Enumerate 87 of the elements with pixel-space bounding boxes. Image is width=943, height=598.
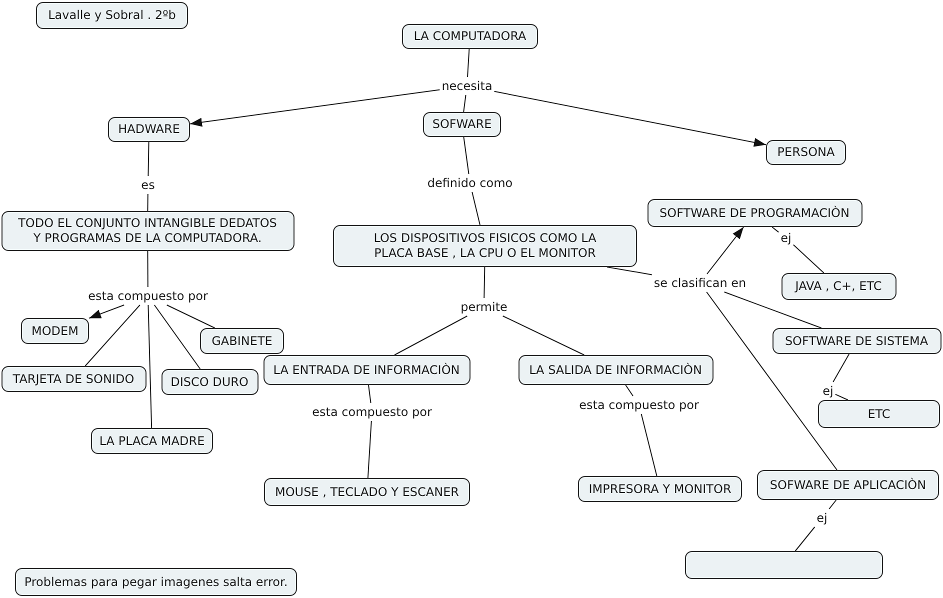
arrow xyxy=(706,226,744,274)
concept-box xyxy=(1,366,146,392)
connector-line xyxy=(792,244,824,274)
connector-line xyxy=(367,420,372,478)
linking-phrase: permite xyxy=(460,300,508,314)
concept-box xyxy=(263,355,470,385)
concept-box xyxy=(264,478,470,506)
concept-label: TARJETA DE SONIDO xyxy=(12,372,134,386)
connector-line xyxy=(463,136,470,174)
note-text: Problemas para pegar imagenes salta error. xyxy=(24,574,288,590)
concept-box xyxy=(200,328,284,354)
concept-box xyxy=(518,355,713,385)
concept-label: SOFWARE DE APLICACIÒN xyxy=(770,478,926,492)
connector-line xyxy=(166,304,216,328)
concept-box xyxy=(91,428,213,454)
concept-label: DISCO DURO xyxy=(170,374,248,390)
concept-box xyxy=(766,140,846,165)
connector-line xyxy=(606,266,652,276)
concept-box xyxy=(647,199,862,227)
concept-box xyxy=(108,117,190,142)
concept-label: JAVA , C+, ETC xyxy=(795,279,882,294)
linking-phrase: definido como xyxy=(427,176,513,190)
connector-line xyxy=(828,500,837,510)
concept-box xyxy=(781,273,896,300)
linking-phrase: esta compuesto por xyxy=(312,405,432,419)
connector-line xyxy=(625,384,634,396)
connector-line xyxy=(794,526,816,552)
connector-line xyxy=(834,394,848,400)
connector-line xyxy=(772,226,780,233)
concept-box xyxy=(161,369,258,395)
concept-label: LA COMPUTADORA xyxy=(414,29,526,44)
concept-label: MODEM xyxy=(32,324,78,338)
connector-line xyxy=(394,316,468,356)
connector-line xyxy=(484,266,486,298)
concept-box xyxy=(757,470,939,500)
connector-line xyxy=(148,304,152,428)
connector-line xyxy=(147,194,148,212)
concept-label: PERSONA xyxy=(777,145,835,160)
concept-box xyxy=(772,328,941,354)
connector-line xyxy=(154,304,201,370)
concept-box xyxy=(21,318,89,344)
note-text: Lavalle y Sobral . 2ºb xyxy=(48,8,176,23)
concept-label: ETC xyxy=(868,406,890,422)
concept-box xyxy=(578,476,742,502)
linking-phrase: se clasifican en xyxy=(654,276,746,290)
concept-label: LA SALIDA DE INFORMACIÒN xyxy=(529,362,702,378)
concept-label: LA PLACA MADRE xyxy=(99,434,205,448)
concept-label: SOFWARE xyxy=(432,117,492,132)
linking-phrase: ej xyxy=(816,511,828,525)
concept-label: GABINETE xyxy=(212,334,272,348)
concept-label: LA ENTRADA DE INFORMACIÒN xyxy=(273,362,460,378)
concept-box xyxy=(333,225,637,267)
connector-line xyxy=(706,292,838,470)
concept-label: TODO EL CONJUNTO INTANGIBLE DEDATOS Y PROGRAMAS DE LA COMPUTADORA. xyxy=(17,216,278,246)
connector-line xyxy=(502,316,585,356)
concept-label: SOFTWARE DE PROGRAMACIÒN xyxy=(660,206,850,220)
linking-phrase: ej xyxy=(822,384,834,398)
linking-phrase: ej xyxy=(780,231,792,245)
connector-line xyxy=(640,414,658,476)
concept-label: MOUSE , TECLADO Y ESCANER xyxy=(274,484,459,500)
concept-box xyxy=(423,112,501,137)
connector-line xyxy=(147,250,148,288)
linking-phrase: es xyxy=(141,178,155,192)
connector-line xyxy=(148,142,150,176)
connector-line xyxy=(368,384,372,404)
concept-label: LOS DISPOSITIVOS FISICOS COMO LA PLACA BASE , LA CPU O EL MONITOR xyxy=(372,231,598,261)
concept-label: HADWARE xyxy=(118,122,180,137)
connector-line xyxy=(84,304,140,366)
connector-line xyxy=(832,354,850,382)
connector-line xyxy=(467,48,470,78)
note-box xyxy=(36,2,188,29)
connector-line xyxy=(472,192,480,226)
arrow xyxy=(494,90,766,147)
concept-box xyxy=(402,24,538,49)
concept-label: SOFTWARE DE SISTEMA xyxy=(784,334,928,348)
linking-phrase: esta compuesto por xyxy=(579,398,699,412)
arrow xyxy=(190,89,440,127)
note-box xyxy=(15,568,297,596)
linking-phrase: esta compuesto por xyxy=(88,289,208,303)
connector-line xyxy=(724,292,822,328)
concept-box xyxy=(685,551,883,579)
arrow xyxy=(88,304,125,319)
concept-box xyxy=(818,400,940,428)
linking-phrase: necesita xyxy=(442,79,492,93)
connector-line xyxy=(463,94,466,112)
concept-box xyxy=(1,211,294,251)
concept-label: IMPRESORA Y MONITOR xyxy=(588,482,732,496)
